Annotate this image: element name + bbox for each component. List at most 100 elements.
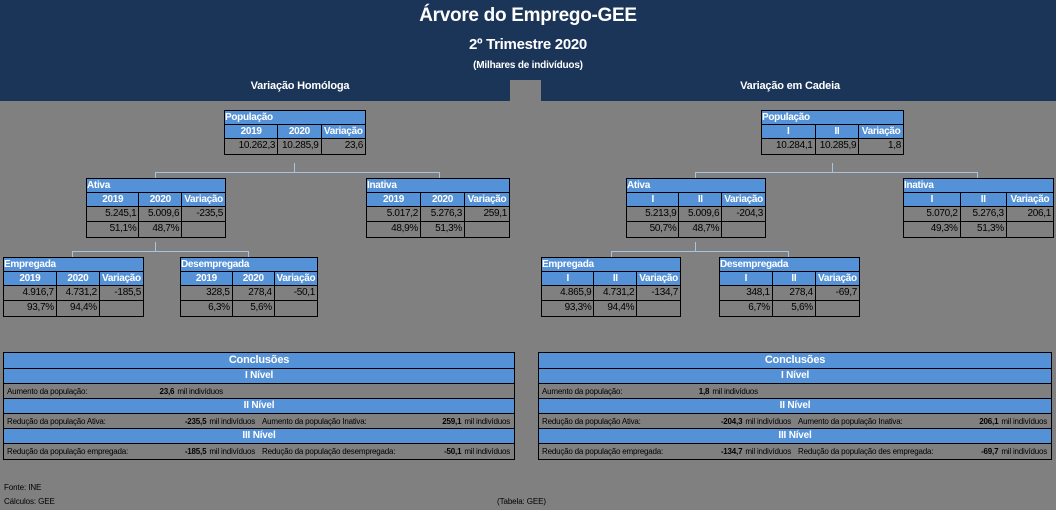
connector-right-ativa-stem	[695, 242, 696, 252]
col-header-2: 2020	[420, 193, 465, 206]
col-header-3: Variação	[815, 272, 859, 285]
share-period-2: 5,6%	[772, 301, 816, 316]
value-period-1: 5.017,2	[367, 207, 421, 221]
connector-left-desempregada-drop	[248, 251, 249, 257]
node-left-ativa: Ativa 2019 2020 Variação 5.245,1 5.009,6…	[86, 178, 226, 238]
col-header-1: I	[762, 125, 816, 138]
col-header-1: I	[720, 272, 773, 285]
share-blank	[815, 301, 859, 316]
node-share-row: 51,1% 48,7%	[87, 222, 225, 237]
conclusion-unit: mil indivíduos	[209, 447, 255, 456]
share-blank	[464, 222, 509, 237]
conclusion-value: -69,7	[981, 447, 999, 456]
node-title: Empregada	[542, 258, 680, 272]
page-subtitle: 2º Trimestre 2020	[469, 36, 587, 53]
conclusion-item: Redução da população empregada: -134,7 m…	[539, 444, 795, 459]
node-value-row: 10.284,1 10.285,9 1,8	[762, 139, 903, 154]
conclusion-unit: mil indivíduos	[1001, 447, 1047, 456]
node-title: Ativa	[87, 179, 225, 193]
col-header-2: II	[594, 272, 638, 285]
conclusion-item: Redução da população empregada: -185,5 m…	[4, 444, 259, 459]
conclusion-item: Redução da população Ativa: -204,3 mil i…	[539, 414, 795, 428]
value-period-1: 5.245,1	[87, 207, 140, 221]
share-period-2: 51,3%	[420, 222, 465, 237]
value-period-2: 4.731,2	[56, 286, 100, 300]
node-share-row: 6,3% 5,6%	[181, 301, 317, 316]
node-left-inativa: Inativa 2019 2020 Variação 5.017,2 5.276…	[366, 178, 510, 238]
node-header-row: I II Variação	[904, 193, 1053, 207]
value-period-1: 4.865,9	[542, 286, 595, 300]
connector-right-ativa-drop	[695, 172, 696, 178]
share-period-1: 93,7%	[4, 301, 57, 316]
value-variation: -134,7	[637, 286, 680, 300]
node-share-row: 93,3% 94,4%	[542, 301, 680, 316]
node-left-populacao: População 2019 2020 Variação 10.262,3 10…	[224, 110, 366, 155]
node-value-row: 348,1 278,4 -69,7	[720, 286, 859, 301]
conclusion-value: -134,7	[720, 447, 743, 456]
node-header-row: 2019 2020 Variação	[4, 272, 143, 286]
value-period-2: 10.285,9	[278, 139, 322, 154]
node-value-row: 5.070,2 5.276,3 206,1	[904, 207, 1053, 222]
node-left-empregada: Empregada 2019 2020 Variação 4.916,7 4.7…	[3, 257, 144, 317]
value-period-2: 5.276,3	[960, 207, 1007, 221]
conclusion-label: Aumento da população Inativa:	[798, 416, 903, 426]
value-variation: -204,3	[722, 207, 765, 221]
col-header-1: I	[627, 193, 680, 206]
conclusion-line-level-1: Aumento da população: 23,6 mil indivíduo…	[4, 384, 514, 399]
value-period-1: 348,1	[720, 286, 773, 300]
node-share-row: 50,7% 48,7%	[627, 222, 765, 237]
col-header-2: II	[679, 193, 723, 206]
conclusion-unit: mil indivíduos	[712, 386, 758, 396]
conclusion-label: Redução da população Ativa:	[542, 416, 641, 426]
value-variation: -235,5	[182, 207, 225, 221]
node-right-populacao: População I II Variação 10.284,1 10.285,…	[761, 110, 904, 155]
conclusion-unit: mil indivíduos	[464, 447, 510, 456]
connector-left-pop-bar	[155, 172, 440, 173]
share-blank	[1006, 222, 1053, 237]
level-3-band: III Nível	[4, 429, 514, 444]
col-header-3: Variação	[274, 272, 317, 285]
value-period-2: 278,4	[772, 286, 816, 300]
node-share-row: 48,9% 51,3%	[367, 222, 509, 237]
node-value-row: 5.245,1 5.009,6 -235,5	[87, 207, 225, 222]
connector-left-inativa-drop	[439, 172, 440, 178]
value-variation: -50,1	[274, 286, 317, 300]
node-value-row: 5.213,9 5.009,6 -204,3	[627, 207, 765, 222]
node-right-desempregada: Desempregada I II Variação 348,1 278,4 -…	[719, 257, 860, 317]
left-panel-label: Variação Homóloga	[250, 80, 350, 92]
conclusion-value: -185,5	[184, 447, 207, 456]
value-period-2: 10.285,9	[815, 139, 860, 154]
node-title: Desempregada	[181, 258, 317, 272]
node-share-row: 93,7% 94,4%	[4, 301, 143, 316]
connector-right-pop-stem	[832, 163, 833, 173]
node-value-row: 4.865,9 4.731,2 -134,7	[542, 286, 680, 301]
value-period-2: 278,4	[232, 286, 275, 300]
conclusion-unit: mil indivíduos	[177, 386, 223, 396]
conclusion-unit: mil indivíduos	[1001, 416, 1047, 426]
share-period-2: 48,7%	[679, 222, 723, 237]
connector-right-inativa-drop	[977, 172, 978, 178]
header-center-notch	[510, 80, 541, 101]
value-period-1: 328,5	[181, 286, 233, 300]
share-blank	[722, 222, 765, 237]
value-variation: 206,1	[1006, 207, 1053, 221]
conclusion-unit: mil indivíduos	[209, 416, 255, 426]
conclusion-item: Redução da população des empregada: -69,…	[795, 444, 1051, 459]
connector-left-empregada-drop	[72, 251, 73, 257]
value-period-1: 5.213,9	[627, 207, 680, 221]
conclusion-item: Aumento da população Inativa: 259,1 mil …	[259, 414, 514, 428]
conclusion-line-level-3: Redução da população empregada: -134,7 m…	[539, 444, 1051, 459]
connector-left-ativa-drop	[155, 172, 156, 178]
node-header-row: 2019 2020 Variação	[367, 193, 509, 207]
share-period-2: 48,7%	[139, 222, 183, 237]
conclusion-item: Aumento da população Inativa: 206,1 mil …	[795, 414, 1051, 428]
share-period-2: 94,4%	[594, 301, 638, 316]
col-header-1: 2019	[225, 125, 279, 138]
value-period-1: 10.262,3	[225, 139, 279, 154]
node-title: Inativa	[904, 179, 1053, 193]
col-header-2: 2020	[139, 193, 183, 206]
col-header-2: II	[772, 272, 816, 285]
node-right-ativa: Ativa I II Variação 5.213,9 5.009,6 -204…	[626, 178, 766, 238]
value-period-1: 4.916,7	[4, 286, 57, 300]
